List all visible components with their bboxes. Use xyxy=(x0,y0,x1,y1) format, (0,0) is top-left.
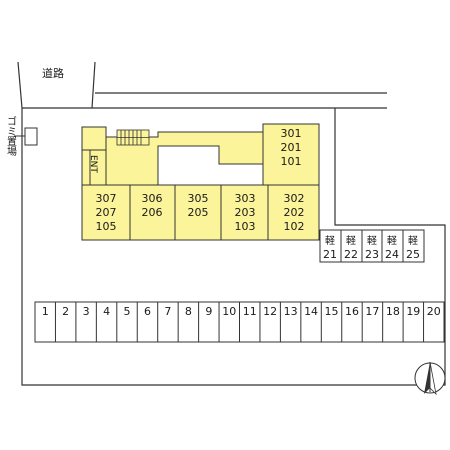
svg-text:105: 105 xyxy=(96,220,117,233)
parking-stall-16: 16 xyxy=(345,305,359,318)
svg-text:206: 206 xyxy=(142,206,163,219)
kei-stall-25-number: 25 xyxy=(406,248,420,261)
unit-302-stack: 302 202 102 xyxy=(284,192,305,233)
kei-stall-22-number: 22 xyxy=(344,248,358,261)
parking-stall-8: 8 xyxy=(185,305,192,318)
svg-text:205: 205 xyxy=(188,206,209,219)
kei-stall-21-number: 21 xyxy=(323,248,337,261)
parking-stall-12: 12 xyxy=(263,305,277,318)
building-main-mass xyxy=(81,126,264,186)
parking-stall-15: 15 xyxy=(325,305,339,318)
svg-text:201: 201 xyxy=(281,141,302,154)
kei-stall-25-kind: 軽 xyxy=(408,235,418,247)
kei-stall-23-kind: 軽 xyxy=(367,235,377,247)
svg-text:302: 302 xyxy=(284,192,305,205)
unit-303-stack: 303 203 103 xyxy=(235,192,256,233)
parking-stall-19: 19 xyxy=(406,305,420,318)
parking-stall-10: 10 xyxy=(222,305,236,318)
svg-text:203: 203 xyxy=(235,206,256,219)
property-boundary xyxy=(21,108,446,386)
parking-stall-2: 2 xyxy=(62,305,69,318)
parking-stall-13: 13 xyxy=(284,305,298,318)
parking-stall-4: 4 xyxy=(103,305,110,318)
road-label: 道路 xyxy=(42,66,64,80)
parking-stall-6: 6 xyxy=(144,305,151,318)
unit-301-stack: 301 201 101 xyxy=(281,127,302,168)
svg-text:102: 102 xyxy=(284,220,305,233)
garbage-station xyxy=(24,127,38,146)
kei-stall-24-kind: 軽 xyxy=(387,235,397,247)
kei-stall-21-kind: 軽 xyxy=(325,235,335,247)
unit-306-stack: 306 206 xyxy=(142,192,163,219)
parking-stall-20: 20 xyxy=(427,305,441,318)
parking-stall-3: 3 xyxy=(83,305,90,318)
svg-text:101: 101 xyxy=(281,155,302,168)
parking-stall-14: 14 xyxy=(304,305,318,318)
parking-stall-11: 11 xyxy=(243,305,257,318)
parking-stall-5: 5 xyxy=(124,305,131,318)
svg-text:301: 301 xyxy=(281,127,302,140)
svg-text:103: 103 xyxy=(235,220,256,233)
svg-text:207: 207 xyxy=(96,206,117,219)
kei-stall-23-number: 23 xyxy=(365,248,379,261)
parking-stall-7: 7 xyxy=(164,305,171,318)
garbage-label: ゴミ置場 xyxy=(5,115,17,157)
building-south-row xyxy=(81,184,320,241)
parking-stall-9: 9 xyxy=(205,305,212,318)
north-arrow-icon xyxy=(414,361,446,396)
road-edges xyxy=(17,61,387,109)
svg-text:202: 202 xyxy=(284,206,305,219)
stairs-icon xyxy=(116,129,150,146)
entrance-label: ENT xyxy=(88,155,98,173)
unit-305-stack: 305 205 xyxy=(188,192,209,219)
entrance-hall xyxy=(89,149,107,186)
svg-text:307: 307 xyxy=(96,192,117,205)
svg-text:306: 306 xyxy=(142,192,163,205)
svg-text:305: 305 xyxy=(188,192,209,205)
kei-stall-22-kind: 軽 xyxy=(346,235,356,247)
parking-stall-18: 18 xyxy=(386,305,400,318)
unit-307-stack: 307 207 105 xyxy=(96,192,117,233)
kei-parking-area: 軽 21 軽 22 軽 23 軽 24 軽 25 xyxy=(319,229,425,263)
kei-stall-24-number: 24 xyxy=(385,248,399,261)
parking-stall-17: 17 xyxy=(365,305,379,318)
parking-stall-1: 1 xyxy=(42,305,49,318)
svg-text:303: 303 xyxy=(235,192,256,205)
